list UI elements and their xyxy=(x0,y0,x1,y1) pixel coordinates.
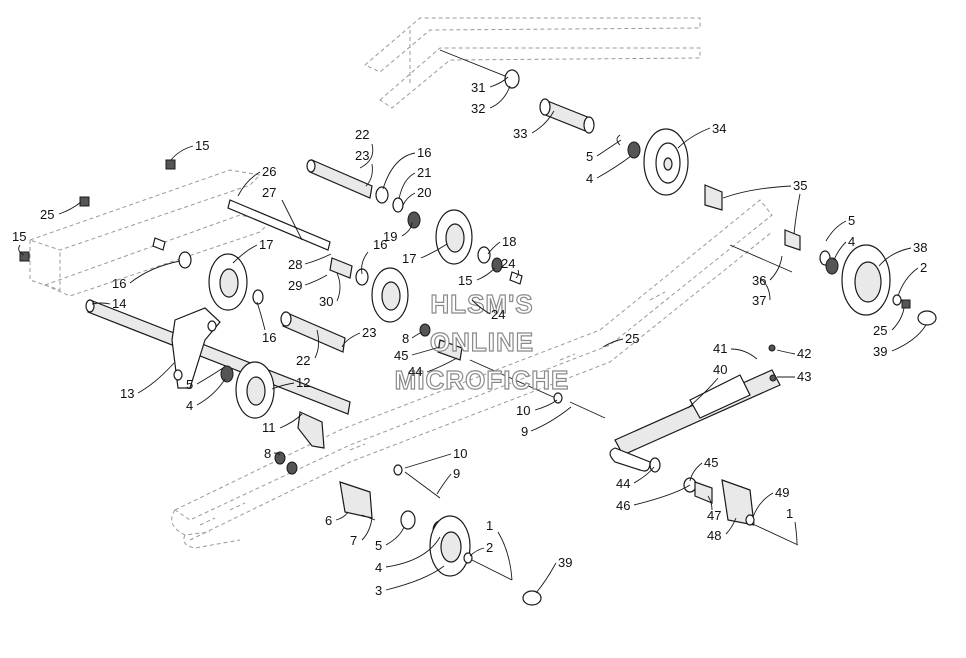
callout-47: 47 xyxy=(707,508,721,523)
callout-45-lower: 45 xyxy=(704,455,718,470)
watermark-line-2: ONLINE xyxy=(430,327,534,357)
callout-1-lower: 1 xyxy=(486,518,493,533)
callout-5-left: 5 xyxy=(186,377,193,392)
callout-16-mid: 16 xyxy=(373,237,387,252)
callout-15-top: 15 xyxy=(195,138,209,153)
callout-28: 28 xyxy=(288,257,302,272)
callout-33: 33 xyxy=(513,126,527,141)
callout-14: 14 xyxy=(112,296,126,311)
callout-49: 49 xyxy=(775,485,789,500)
callout-24-lower: 24 xyxy=(491,307,505,322)
callout-2-lower: 2 xyxy=(486,540,493,555)
left-rear-assembly xyxy=(19,159,606,449)
callout-8-lower: 8 xyxy=(264,446,271,461)
callout-36: 36 xyxy=(752,273,766,288)
callout-20: 20 xyxy=(417,185,431,200)
callout-41: 41 xyxy=(713,341,727,356)
callout-7: 7 xyxy=(350,533,357,548)
callout-5: 5 xyxy=(586,149,593,164)
callout-24-mid: 24 xyxy=(501,256,515,271)
callout-25-left: 25 xyxy=(40,207,54,222)
callout-27: 27 xyxy=(262,185,276,200)
callout-31: 31 xyxy=(471,80,485,95)
callout-17-left: 17 xyxy=(259,237,273,252)
callout-23-lower: 23 xyxy=(362,325,376,340)
callout-17-mid: 17 xyxy=(402,251,416,266)
callout-12: 12 xyxy=(296,375,310,390)
callout-34: 34 xyxy=(712,121,726,136)
callout-48: 48 xyxy=(707,528,721,543)
callout-15-left: 15 xyxy=(12,229,26,244)
callout-39-lower: 39 xyxy=(558,555,572,570)
callout-26: 26 xyxy=(262,164,276,179)
watermark: HLSM'S ONLINE MICROFICHE xyxy=(394,288,570,395)
left-frame-rail xyxy=(28,169,271,297)
callout-42: 42 xyxy=(797,346,811,361)
callout-45-mid: 45 xyxy=(394,348,408,363)
callout-16-lower: 16 xyxy=(262,330,276,345)
callout-35: 35 xyxy=(793,178,807,193)
rear-axle-assembly xyxy=(439,49,937,326)
callout-15-mid: 15 xyxy=(458,273,472,288)
callout-2: 2 xyxy=(920,260,927,275)
callout-25-mid: 25 xyxy=(625,331,639,346)
callout-16-left: 16 xyxy=(112,276,126,291)
callouts: 31 32 33 34 5 4 35 5 4 38 2 36 xyxy=(12,76,927,598)
callout-37: 37 xyxy=(752,293,766,308)
callout-5-right: 5 xyxy=(848,213,855,228)
callout-32: 32 xyxy=(471,101,485,116)
callout-11: 11 xyxy=(262,420,276,435)
callout-25-right: 25 xyxy=(873,323,887,338)
callout-5-lower: 5 xyxy=(375,538,382,553)
callout-19: 19 xyxy=(383,229,397,244)
callout-6: 6 xyxy=(325,513,332,528)
callout-4-left: 4 xyxy=(186,398,193,413)
callout-30: 30 xyxy=(319,294,333,309)
callout-4: 4 xyxy=(586,171,593,186)
callout-23-top: 23 xyxy=(355,148,369,163)
callout-4-right: 4 xyxy=(848,234,855,249)
callout-8-mid: 8 xyxy=(402,331,409,346)
rear-frame-rail xyxy=(364,17,701,109)
callout-22-lower: 22 xyxy=(296,353,310,368)
callout-4-lower: 4 xyxy=(375,560,382,575)
watermark-line-1: HLSM'S xyxy=(430,289,533,319)
callout-21: 21 xyxy=(417,165,431,180)
main-frame-rail xyxy=(171,199,773,549)
limiter-strap-assembly xyxy=(609,344,799,546)
watermark-line-3: MICROFICHE xyxy=(395,365,570,395)
callout-29: 29 xyxy=(288,278,302,293)
callout-3: 3 xyxy=(375,583,382,598)
callout-44-mid: 44 xyxy=(408,364,422,379)
callout-22-top: 22 xyxy=(355,127,369,142)
callout-39-right: 39 xyxy=(873,344,887,359)
callout-18: 18 xyxy=(502,234,516,249)
callout-9-lower: 9 xyxy=(453,466,460,481)
callout-10-lower: 10 xyxy=(453,446,467,461)
callout-16-top: 16 xyxy=(417,145,431,160)
callout-46: 46 xyxy=(616,498,630,513)
front-idler-assembly xyxy=(274,451,542,606)
callout-13: 13 xyxy=(120,386,134,401)
callout-10-mid: 10 xyxy=(516,403,530,418)
callout-38: 38 xyxy=(913,240,927,255)
callout-44-lower: 44 xyxy=(616,476,630,491)
callout-9-mid: 9 xyxy=(521,424,528,439)
callout-1-right: 1 xyxy=(786,506,793,521)
callout-43: 43 xyxy=(797,369,811,384)
callout-40: 40 xyxy=(713,362,727,377)
